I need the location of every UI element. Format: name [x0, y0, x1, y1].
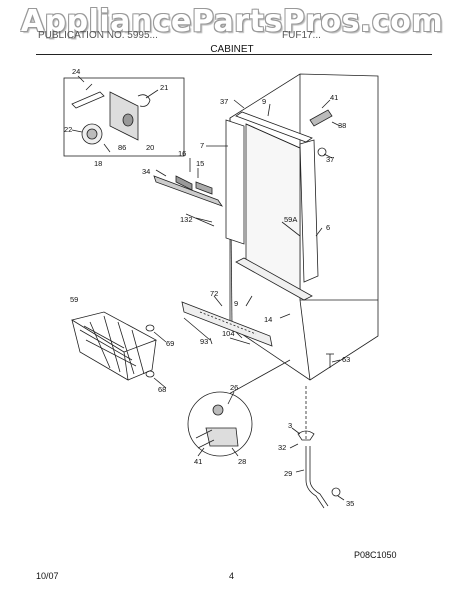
callout-7: 7 — [200, 141, 204, 150]
drain-assembly — [297, 386, 341, 509]
leader-lines — [71, 75, 345, 501]
publication-number: PUBLICATION NO. 5995... — [38, 30, 158, 41]
callout-69: 69 — [166, 339, 174, 348]
callout-68: 68 — [158, 385, 166, 394]
callout-86: 86 — [118, 143, 126, 152]
callout-93: 93 — [200, 337, 208, 346]
header-rule — [36, 54, 432, 55]
callout-18: 18 — [94, 159, 102, 168]
small-parts — [145, 109, 334, 378]
callout-35: 35 — [346, 499, 354, 508]
callout-28: 28 — [238, 457, 246, 466]
callout-21: 21 — [160, 83, 168, 92]
callout-15: 15 — [196, 159, 204, 168]
callout-16: 16 — [178, 149, 186, 158]
hinge-inset — [187, 359, 291, 457]
page-title: CABINET — [210, 44, 254, 55]
callout-22: 22 — [64, 125, 72, 134]
callout-6: 6 — [326, 223, 330, 232]
callout-32: 32 — [278, 443, 286, 452]
callout-59a: 59A — [284, 215, 297, 224]
light-assembly-box — [63, 77, 185, 157]
model-number: FUF17... — [282, 30, 321, 41]
callout-63: 63 — [342, 355, 350, 364]
page-number: 4 — [229, 571, 235, 581]
callout-41-hinge: 41 — [194, 457, 202, 466]
footer-date: 10/07 — [36, 571, 59, 581]
door-seal-strip — [153, 175, 224, 227]
kick-plate — [181, 301, 273, 347]
callout-72: 72 — [210, 289, 218, 298]
callout-20: 20 — [146, 143, 154, 152]
callout-104: 104 — [222, 329, 235, 338]
callout-9-top: 9 — [262, 97, 266, 106]
callout-24: 24 — [72, 67, 80, 76]
callout-37-top: 37 — [220, 97, 228, 106]
watermark-logo: AppliancePartsPros.com — [20, 4, 444, 39]
callout-38: 38 — [338, 121, 346, 130]
callout-132: 132 — [180, 215, 193, 224]
callout-3: 3 — [288, 421, 292, 430]
callout-26: 26 — [230, 383, 238, 392]
diagram-code: P08C1050 — [354, 550, 397, 560]
callout-29: 29 — [284, 469, 292, 478]
callout-41: 41 — [330, 93, 338, 102]
callout-9-bottom: 9 — [234, 299, 238, 308]
callout-34: 34 — [142, 167, 150, 176]
wire-basket — [70, 311, 157, 381]
callout-labels: 24 21 22 86 20 18 16 15 7 34 132 37 9 41… — [64, 67, 354, 508]
callout-59: 59 — [70, 295, 78, 304]
callout-37-right: 37 — [326, 155, 334, 164]
callout-14: 14 — [264, 315, 272, 324]
